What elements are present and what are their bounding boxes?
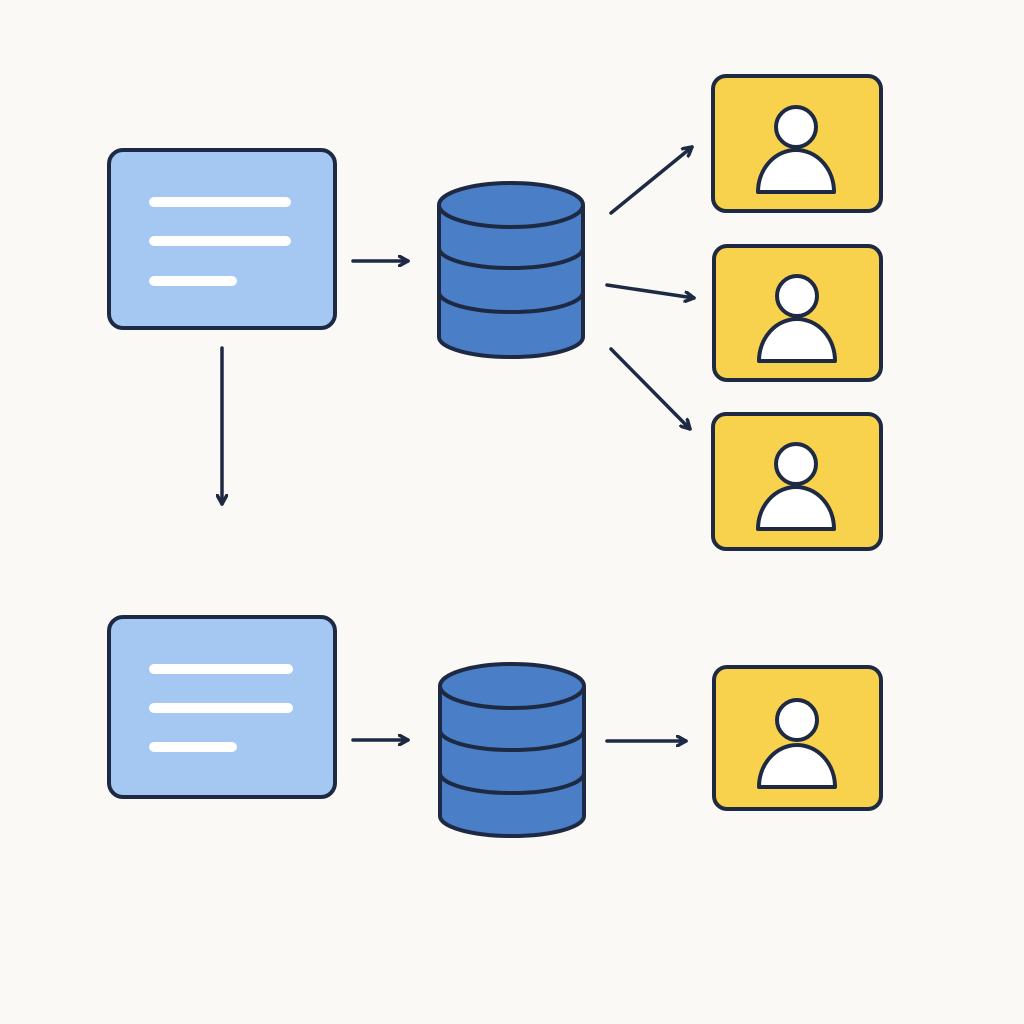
- database-1: [437, 181, 585, 359]
- document-2: [107, 615, 337, 799]
- user-icon: [757, 698, 837, 789]
- user-3: [711, 412, 883, 551]
- database-icon: [437, 181, 585, 359]
- user-icon: [757, 274, 837, 363]
- arrow-icon: [609, 347, 692, 431]
- user-2: [712, 244, 883, 382]
- user-1: [711, 74, 883, 213]
- document-icon: [107, 148, 337, 330]
- database-2: [438, 662, 586, 838]
- document-1: [107, 148, 337, 330]
- database-icon: [438, 662, 586, 838]
- user-4: [712, 665, 883, 811]
- connectors: [222, 145, 696, 741]
- arrow-icon: [609, 145, 694, 215]
- user-icon: [756, 105, 836, 194]
- user-icon: [756, 442, 836, 531]
- arrow-icon: [605, 283, 696, 298]
- document-icon: [107, 615, 337, 799]
